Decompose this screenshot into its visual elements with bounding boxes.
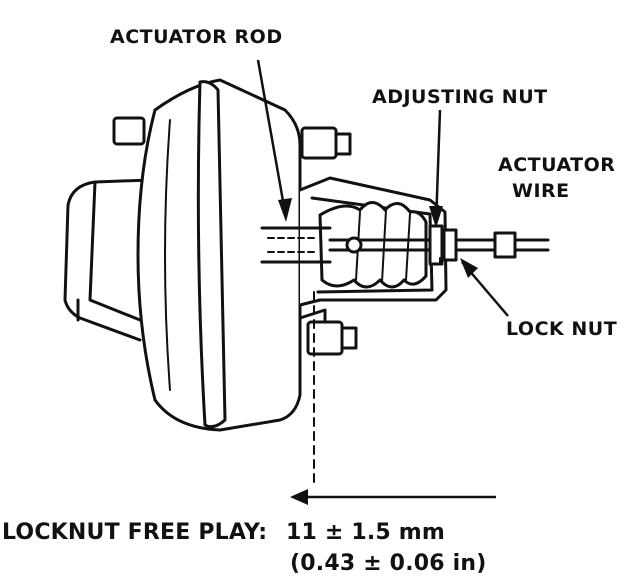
leader-actuator-rod bbox=[256, 59, 288, 219]
spec-title: LOCKNUT FREE PLAY: bbox=[2, 520, 268, 545]
spec-value-imperial: (0.43 ± 0.06 in) bbox=[290, 551, 487, 576]
arrowhead-adjusting-nut bbox=[429, 206, 443, 228]
upper-stud bbox=[112, 116, 352, 160]
actuator-rod bbox=[260, 226, 442, 264]
actuator-wire bbox=[454, 231, 550, 259]
diaphragm-housing bbox=[136, 78, 302, 432]
label-actuator-wire-line1: ACTUATOR bbox=[498, 154, 616, 176]
label-actuator-wire-line2: WIRE bbox=[512, 180, 570, 202]
label-lock-nut: LOCK NUT bbox=[506, 318, 618, 340]
label-actuator-rod: ACTUATOR ROD bbox=[110, 26, 283, 48]
spec-value-metric: 11 ± 1.5 mm bbox=[286, 520, 446, 545]
lower-stud bbox=[298, 308, 358, 356]
reference-lines bbox=[313, 257, 441, 489]
arrowhead-actuator-rod bbox=[278, 198, 292, 222]
arrowhead-lock-nut bbox=[460, 258, 478, 278]
adjusting-nut-shape bbox=[428, 224, 458, 266]
mounting-block bbox=[63, 178, 152, 342]
free-play-arrow bbox=[290, 489, 496, 505]
rubber-boot bbox=[318, 201, 428, 289]
leader-adjusting-nut bbox=[434, 109, 442, 225]
label-adjusting-nut: ADJUSTING NUT bbox=[372, 86, 548, 108]
